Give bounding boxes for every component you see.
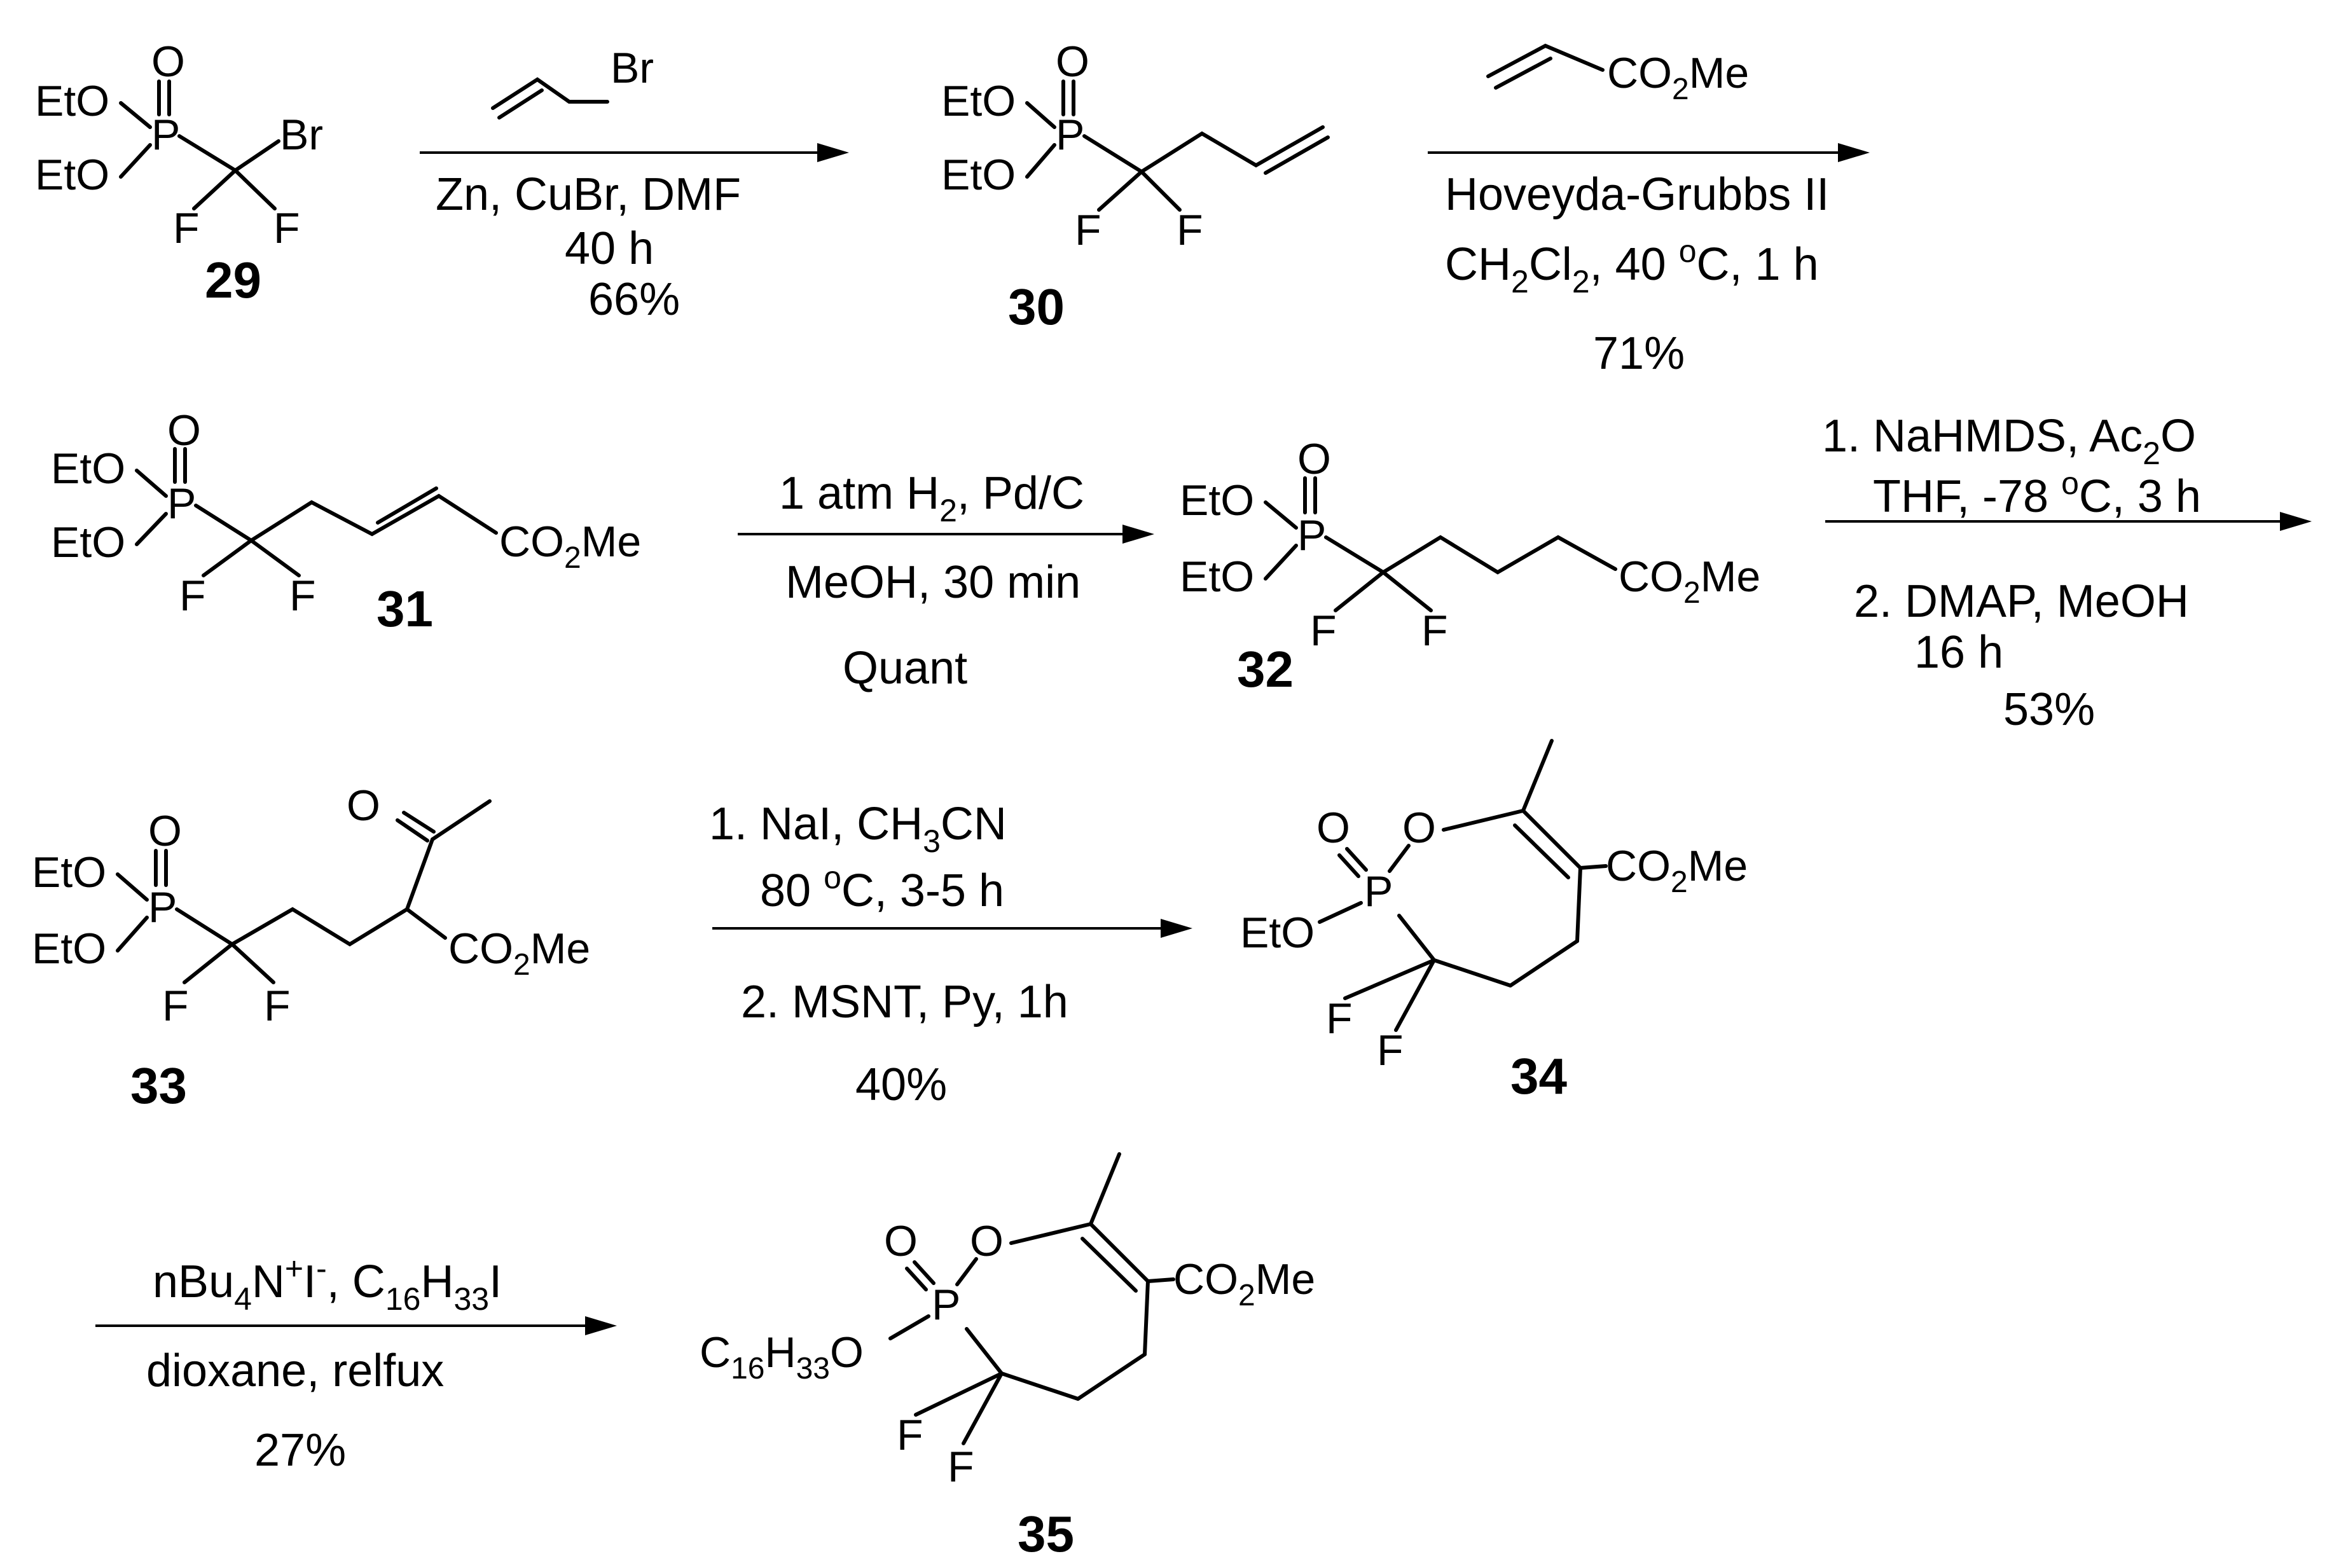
compound-number-30: 30 <box>1008 279 1065 335</box>
c30-oxygen: O <box>1056 38 1089 86</box>
arrow4-yield: 53% <box>2003 684 2095 735</box>
c29-oxygen: O <box>151 38 185 86</box>
arrow4-line2: THF, -78 oC, 3 h <box>1873 465 2201 522</box>
arrow6-yield: 27% <box>254 1425 346 1476</box>
c31-fluorine-2: F <box>289 572 316 620</box>
c32-fluorine-1: F <box>1310 607 1337 655</box>
arrow1-line2: 40 h <box>565 223 654 274</box>
c31-oxygen: O <box>167 406 201 455</box>
c30-phosphorus: P <box>1056 111 1084 159</box>
reaction-arrow-3: 1 atm H2, Pd/C MeOH, 30 min Quant <box>738 468 1154 694</box>
c35-ester: CO2Me <box>1173 1255 1315 1312</box>
compound-34: O O P EtO F F CO2Me 34 <box>1240 739 1748 1104</box>
compound-31: EtO EtO O P F F CO2Me 31 <box>51 406 641 637</box>
compound-35: O O P C16H33O F F CO2Me 35 <box>700 1152 1315 1562</box>
c34-ester: CO2Me <box>1606 842 1748 899</box>
c30-fluorine-2: F <box>1177 206 1203 254</box>
reaction-arrow-2: CO2Me Hoveyda-Grubbs II CH2Cl2, 40 oC, 1… <box>1428 43 1870 379</box>
arrow4-line1: 1. NaHMDS, Ac2O <box>1822 411 2196 471</box>
c31-phosphorus: P <box>167 479 196 528</box>
c33-oxygen: O <box>148 807 182 855</box>
reaction-arrow-1: Br Zn, CuBr, DMF 40 h 66% <box>420 44 849 325</box>
allyl-bromide-br: Br <box>611 44 654 92</box>
c35-fluorine-2: F <box>948 1443 974 1491</box>
arrow2-line1: Hoveyda-Grubbs II <box>1445 169 1829 220</box>
c33-ester: CO2Me <box>448 925 590 982</box>
c35-p-oxygen: O <box>884 1217 918 1265</box>
c33-fluorine-1: F <box>162 982 189 1030</box>
compound-29: EtO EtO O P Br F F 29 <box>35 38 323 308</box>
arrow6-line2: dioxane, relfux <box>146 1345 444 1396</box>
c29-fluorine-1: F <box>173 204 200 252</box>
c32-eto-top: EtO <box>1180 476 1254 525</box>
c33-ketone-oxygen: O <box>347 781 380 830</box>
c31-ester: CO2Me <box>499 518 641 575</box>
arrow4-line3: 2. DMAP, MeOH <box>1854 576 2189 627</box>
arrow2-line2: CH2Cl2, 40 oC, 1 h <box>1445 233 1819 299</box>
c31-eto-top: EtO <box>51 444 125 493</box>
c34-fluorine-2: F <box>1377 1026 1404 1075</box>
c34-phosphorus: P <box>1364 867 1393 916</box>
arrow2-yield: 71% <box>1593 328 1685 379</box>
c29-eto-top: EtO <box>35 77 109 125</box>
reaction-arrow-4: 1. NaHMDS, Ac2O THF, -78 oC, 3 h 2. DMAP… <box>1822 411 2312 735</box>
compound-number-33: 33 <box>130 1057 187 1114</box>
c32-ester: CO2Me <box>1619 553 1760 610</box>
arrow5-yield: 40% <box>855 1059 947 1110</box>
compound-number-34: 34 <box>1510 1048 1567 1104</box>
c32-fluorine-2: F <box>1421 607 1448 655</box>
c35-phosphorus: P <box>932 1281 960 1329</box>
compound-number-29: 29 <box>205 252 261 308</box>
arrow3-line1: 1 atm H2, Pd/C <box>779 468 1084 528</box>
c35-c16h33o: C16H33O <box>700 1328 864 1386</box>
c29-bromine: Br <box>280 111 323 159</box>
c30-fluorine-1: F <box>1075 206 1101 254</box>
c30-eto-bottom: EtO <box>941 151 1016 199</box>
c30-eto-top: EtO <box>941 77 1016 125</box>
arrow4-line4: 16 h <box>1914 627 2003 678</box>
arrow5-line2: 80 oC, 3-5 h <box>760 860 1004 916</box>
compound-30: EtO EtO O P F F 30 <box>941 38 1330 335</box>
c34-p-oxygen: O <box>1316 804 1350 852</box>
arrow1-yield: 66% <box>588 274 680 325</box>
c31-eto-bottom: EtO <box>51 518 125 567</box>
c29-eto-bottom: EtO <box>35 151 109 199</box>
c32-phosphorus: P <box>1297 511 1326 560</box>
c33-fluorine-2: F <box>264 982 291 1030</box>
compound-number-31: 31 <box>376 581 433 637</box>
c29-fluorine-2: F <box>273 204 300 252</box>
c31-fluorine-1: F <box>179 572 206 620</box>
c29-phosphorus: P <box>151 111 180 159</box>
compound-number-32: 32 <box>1237 641 1294 698</box>
compound-number-35: 35 <box>1018 1506 1074 1562</box>
c32-eto-bottom: EtO <box>1180 553 1254 601</box>
reaction-arrow-5: 1. NaI, CH3CN 80 oC, 3-5 h 2. MSNT, Py, … <box>709 799 1192 1110</box>
c33-eto-top: EtO <box>32 848 106 897</box>
allyl-bromide-skeleton <box>491 77 609 110</box>
arrow1-line1: Zn, CuBr, DMF <box>436 169 741 220</box>
reaction-arrow-6: nBu4N+I-, C16H33I dioxane, relfux 27% <box>95 1251 617 1476</box>
arrow5-line1: 1. NaI, CH3CN <box>709 799 1007 859</box>
arrow3-line2: MeOH, 30 min <box>785 557 1081 608</box>
c33-eto-bottom: EtO <box>32 925 106 973</box>
c32-oxygen: O <box>1297 435 1331 483</box>
c34-fluorine-1: F <box>1326 994 1353 1043</box>
arrow5-line3: 2. MSNT, Py, 1h <box>741 977 1068 1028</box>
acrylate-co: CO2Me <box>1607 49 1749 106</box>
c35-fluorine-1: F <box>897 1411 923 1459</box>
c33-phosphorus: P <box>148 883 177 932</box>
compound-33: EtO EtO O P F F O CO2Me 33 <box>32 781 590 1114</box>
arrow3-line3: Quant <box>843 643 967 694</box>
compound-32: EtO EtO O P F F CO2Me 32 <box>1180 435 1760 698</box>
arrow6-line1: nBu4N+I-, C16H33I <box>153 1251 502 1317</box>
c34-eto: EtO <box>1240 909 1315 957</box>
